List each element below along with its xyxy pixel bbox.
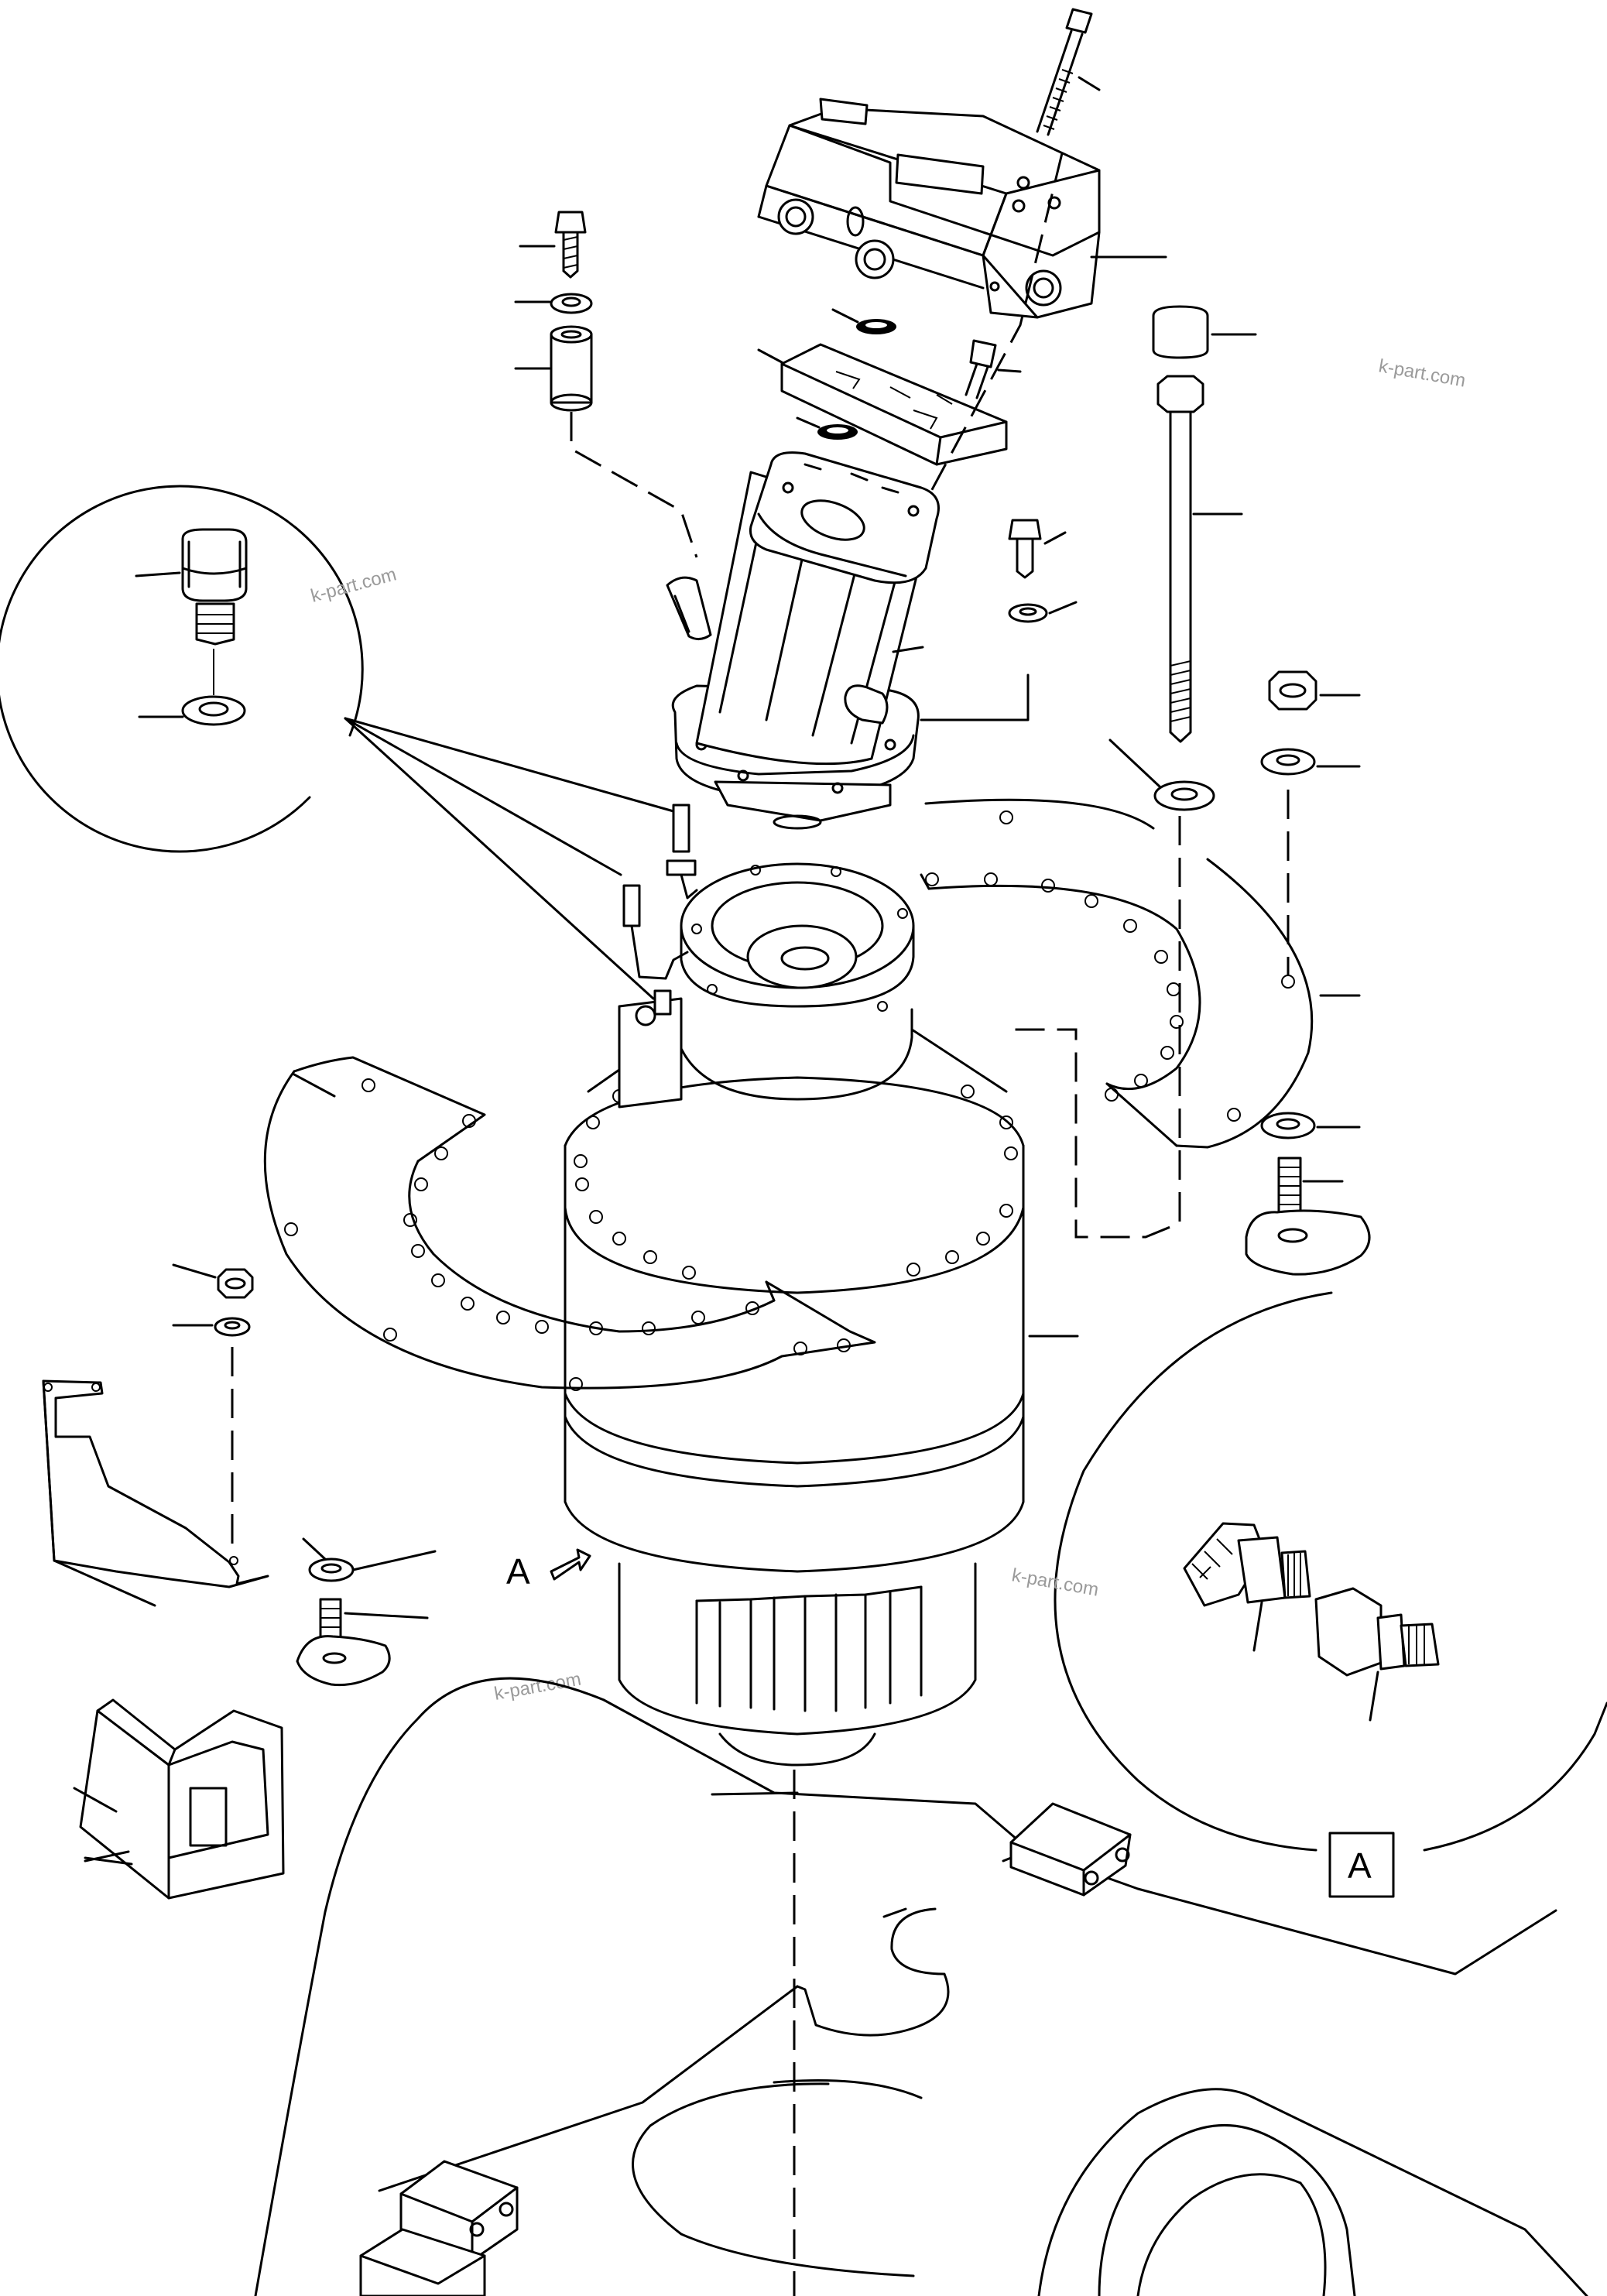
svg-text:A: A [1348,1845,1372,1886]
shim-holes-left [284,1078,851,1391]
left-nut-washer [172,1263,254,1548]
top-bolt [1036,8,1101,136]
view-arrow-a: A [506,1548,591,1592]
left-bolt-set [514,211,698,558]
svg-text:k-part.com: k-part.com [309,564,399,606]
detail-circle-a [1054,1291,1607,1852]
spacer-plate [757,343,1008,466]
o-ring-upper [831,308,896,334]
right-leveling-bolt [1245,1112,1371,1276]
motor-bolt-right [920,519,1078,721]
hydraulic-motor [671,451,940,830]
shim-plate-right [920,798,1361,1149]
watermark-1: k-part.com [309,564,399,606]
svg-text:k-part.com: k-part.com [1377,355,1467,391]
long-bolt [1006,305,1257,1239]
left-leveling-bolt [296,1537,437,1687]
shim-holes-right [925,810,1295,1122]
pinion-teeth [695,1585,923,1712]
upper-frame [254,1677,1588,2296]
svg-text:A: A [506,1551,530,1592]
left-cover-bracket [42,1379,269,1607]
detail-circle-plug [0,485,364,853]
watermark-3: k-part.com [1377,355,1467,391]
o-ring-lower [796,416,858,440]
socket-screw [965,339,1022,399]
detail-label-a: A [1328,1832,1395,1898]
gearbox-flange-bolts [574,1085,1018,1280]
align-line-valve [927,152,1064,496]
gearbox-fittings [622,804,698,1016]
grease-fitting [1183,1522,1311,1652]
motor-bracket [666,576,712,640]
right-nut-washer [1260,670,1361,975]
shim-plate-left [263,1056,876,1391]
valve-block [757,98,1167,319]
adapter-fitting [1314,1587,1440,1722]
detail-leader-lines [344,717,675,1000]
lower-left-bracket [73,1698,285,1900]
